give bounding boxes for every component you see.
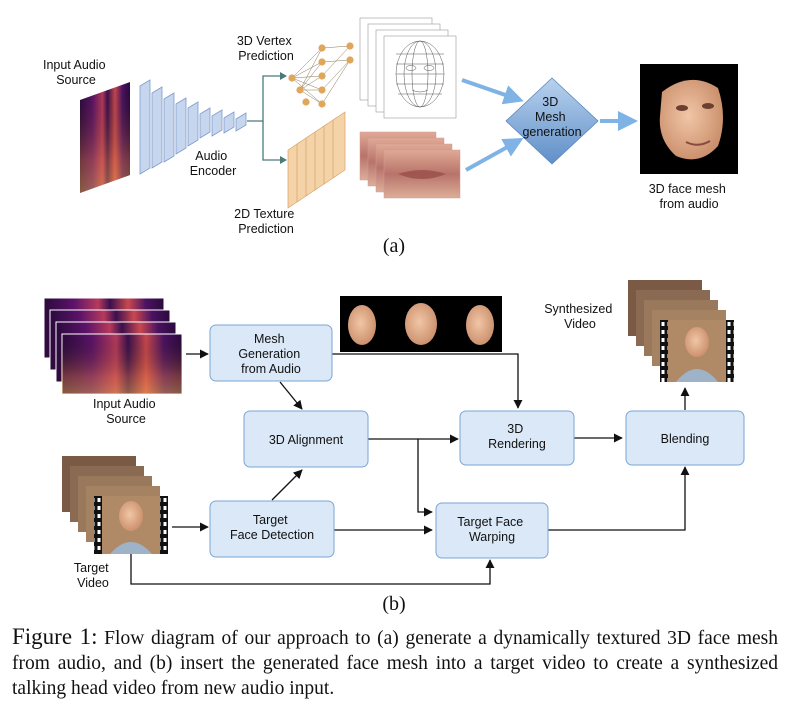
- svg-text:3D Alignment: 3D Alignment: [269, 433, 344, 447]
- spectrogram-icon: [80, 82, 130, 193]
- audio-encoder-label: Audio Encoder: [190, 149, 237, 178]
- mesh-to-generation-arrow: [461, 78, 524, 105]
- synthesized-video-frames-icon: [628, 280, 734, 382]
- target-video-label: Target Video: [74, 561, 112, 590]
- video-frames-icon: [62, 456, 168, 554]
- texture-prediction-label: 2D Texture Prediction: [234, 207, 298, 236]
- figure-caption: Figure 1: Flow diagram of our approach t…: [12, 624, 778, 701]
- figure-number: Figure 1:: [12, 624, 98, 649]
- panel-b: Input Audio Source Target Video: [43, 280, 745, 615]
- face-render-icon: [640, 64, 738, 174]
- svg-text:Mesh Generation: Mesh Generation from Audio: [238, 332, 303, 376]
- flow-connectors: [130, 349, 690, 585]
- vertex-prediction-label: 3D Vertex Prediction: [237, 34, 295, 63]
- texture-layers-icon: [287, 111, 346, 209]
- mesh-generation-box: Mesh Generation from Audio: [209, 324, 333, 382]
- face-detection-box: Target Face Detection: [209, 500, 335, 558]
- caption-text: Flow diagram of our approach to (a) gene…: [12, 628, 778, 699]
- panel-a-label: (a): [383, 235, 405, 257]
- vertex-network-icon: [288, 42, 354, 108]
- face-warping-box: Target Face Warping: [435, 502, 549, 559]
- audio-encoder-icon: [139, 79, 247, 175]
- rendering-box: 3D Rendering: [459, 410, 575, 466]
- mesh-generation-diamond: 3D Mesh generation: [505, 77, 599, 165]
- svg-text:Target Face Detection: Target Face Detection: [230, 513, 314, 542]
- input-audio-label-a: Input Audio Source: [43, 58, 109, 87]
- texture-to-generation-arrow: [465, 138, 524, 172]
- svg-text:Target Face Warping: Target Face Warping: [457, 515, 527, 544]
- panel-a: Input Audio Source Audio Encoder: [43, 17, 738, 257]
- synthesized-video-label: Synthesized Video: [544, 302, 616, 331]
- lips-texture-icon: [359, 131, 461, 199]
- alignment-box: 3D Alignment: [243, 410, 369, 468]
- svg-text:3D Mesh genera: 3D Mesh generation: [522, 95, 581, 139]
- svg-text:3D Rendering: 3D Rendering: [488, 422, 546, 451]
- input-audio-label-b: Input Audio Source: [93, 397, 159, 426]
- branch-arrowhead-top: [280, 72, 287, 80]
- svg-text:Blending: Blending: [661, 432, 710, 446]
- branch-arrowhead-bottom: [280, 156, 287, 164]
- encoder-branch-arrows: [247, 75, 280, 161]
- spectrogram-stack-icon: [43, 297, 183, 395]
- panel-b-label: (b): [382, 593, 405, 615]
- output-label: 3D face mesh from audio: [649, 182, 730, 211]
- blending-box: Blending: [625, 410, 745, 466]
- face-renders-strip-icon: [340, 296, 502, 352]
- face-mesh-icon: [359, 17, 457, 119]
